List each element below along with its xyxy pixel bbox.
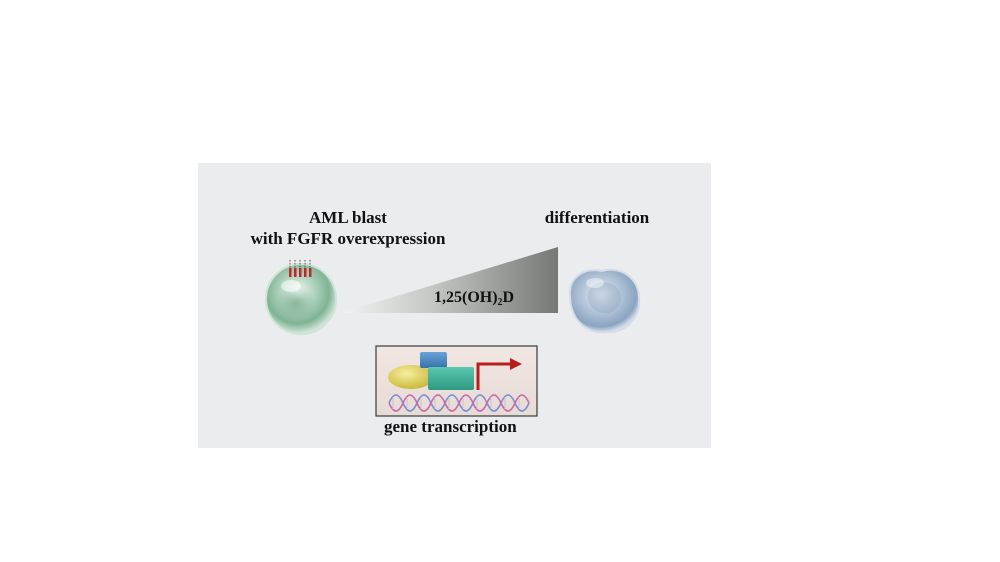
- vitamin-d-subscript: 2: [497, 297, 503, 308]
- transcription-start-arrow-icon: [476, 358, 522, 390]
- yellow-factor-icon: [388, 365, 434, 389]
- fgfr-receptor-icon: [289, 260, 312, 277]
- teal-factor-icon: [428, 367, 474, 390]
- vitamin-d-label: 1,25(OH)2D: [434, 287, 514, 313]
- aml-blast-cell: [265, 263, 337, 335]
- diagram-artwork: [265, 247, 641, 417]
- differentiation-caption: differentiation: [544, 208, 650, 227]
- transcription-word: transcription: [417, 417, 517, 436]
- dna-helix-icon: [388, 394, 530, 412]
- vitamin-d-suffix: D: [502, 289, 515, 306]
- blast-caption-line2: with FGFR overexpression: [250, 229, 446, 248]
- gene-word: gene: [384, 417, 418, 436]
- blast-caption-line1: AML blast: [309, 208, 387, 227]
- gene-transcription-box: [375, 345, 538, 417]
- dose-gradient-wedge: [341, 247, 558, 313]
- diagram-panel: AML blast with FGFR overexpression diffe…: [198, 163, 711, 448]
- gene-transcription-caption: gene transcription: [384, 416, 517, 437]
- differentiated-cell: [568, 268, 641, 334]
- vitamin-d-prefix: 1,25(OH): [434, 289, 498, 306]
- blast-caption: AML blast with FGFR overexpression: [218, 207, 478, 249]
- blue-factor-icon: [420, 352, 447, 368]
